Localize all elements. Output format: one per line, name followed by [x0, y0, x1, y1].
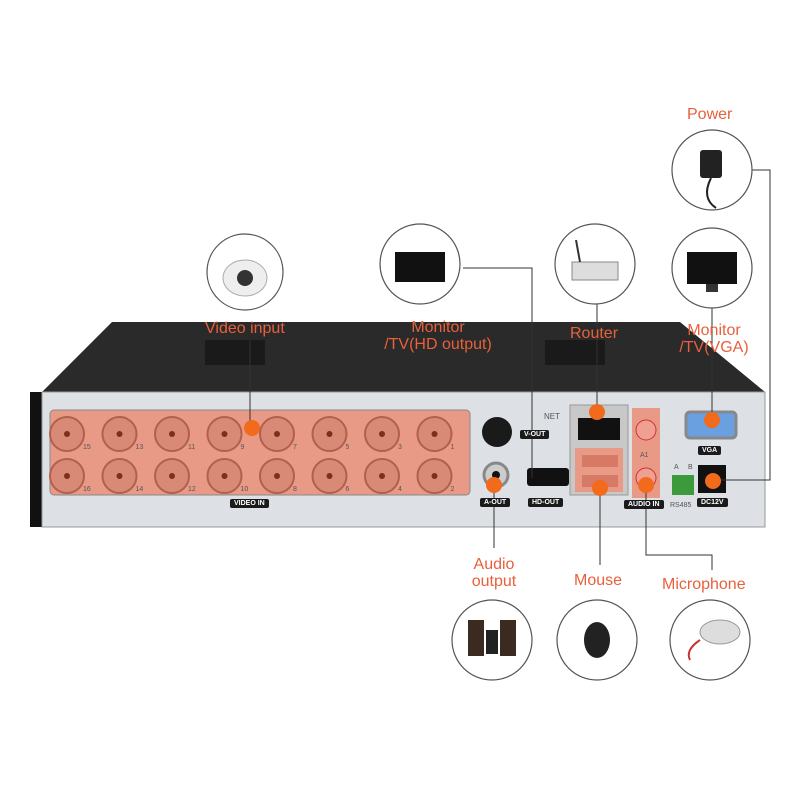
v-out-knob: [482, 417, 512, 447]
dvr-side: [30, 392, 42, 527]
label-line: /TV(VGA): [679, 339, 749, 356]
bnc-pin: [64, 431, 70, 437]
channel-number: 11: [188, 444, 196, 451]
bnc-pin: [326, 431, 333, 437]
tag-audio-in: AUDIO IN: [624, 500, 664, 509]
channel-number: 12: [188, 486, 196, 493]
channel-number: 3: [398, 444, 402, 451]
net-port: [578, 418, 620, 440]
rs485-terminal: [672, 475, 694, 495]
bnc-pin: [221, 473, 228, 479]
tag-rs485-b: B: [688, 464, 693, 471]
tag-net: NET: [544, 412, 560, 421]
vent-left: [205, 340, 265, 365]
tag-hd-out: HD-OUT: [528, 498, 564, 507]
label-line: Monitor: [687, 322, 741, 339]
label-audio-output: Audio output: [462, 556, 526, 590]
bnc-pin: [274, 473, 280, 479]
label-microphone: Microphone: [662, 576, 746, 593]
bnc-pin: [169, 431, 175, 437]
label-line: /TV(HD output): [384, 336, 492, 353]
channel-number: 7: [293, 444, 297, 451]
bnc-pin: [326, 473, 333, 479]
bnc-pin: [379, 431, 385, 437]
bnc-pin: [431, 431, 438, 437]
dvr-top: [42, 322, 765, 392]
tag-dc12v: DC12V: [697, 498, 728, 507]
channel-number: 16: [83, 486, 91, 493]
bnc-pin: [116, 473, 123, 479]
tag-v-out: V-OUT: [520, 430, 550, 439]
channel-number: 15: [83, 444, 91, 451]
label-line: Audio: [473, 556, 515, 573]
channel-number: 9: [240, 444, 245, 451]
bnc-pin: [379, 473, 385, 479]
hd-out-port: [527, 468, 569, 486]
label-monitor-hd: Monitor /TV(HD output): [368, 319, 508, 353]
bnc-pin: [274, 431, 280, 437]
channel-number: 10: [240, 486, 249, 493]
channel-number: 14: [135, 486, 144, 493]
channel-number: 5: [345, 444, 350, 451]
audio-port-1: [635, 419, 657, 441]
label-line: output: [471, 573, 517, 590]
tag-video-in: VIDEO IN: [230, 499, 269, 508]
channel-number: 4: [398, 486, 402, 493]
bnc-pin: [431, 473, 438, 479]
tag-a-out: A-OUT: [480, 498, 511, 507]
usb-port-1: [582, 455, 618, 467]
label-monitor-vga: Monitor /TV(VGA): [672, 322, 756, 356]
tag-rs485: RS485: [670, 502, 692, 509]
channel-number: 8: [293, 486, 297, 493]
channel-number: 13: [135, 444, 144, 451]
channel-number: 2: [450, 486, 455, 493]
vent-right: [545, 340, 605, 365]
channel-number: 1: [450, 444, 455, 451]
label-router: Router: [570, 325, 619, 342]
label-mouse: Mouse: [574, 572, 623, 589]
channel-number: 6: [345, 486, 350, 493]
tag-a1: A1: [640, 452, 649, 459]
bnc-pin: [116, 431, 123, 437]
label-video-input: Video input: [205, 320, 285, 337]
tag-rs485-a: A: [674, 464, 679, 471]
label-line: Monitor: [411, 319, 465, 336]
bnc-pin: [64, 473, 70, 479]
label-power: Power: [687, 106, 733, 123]
bnc-pin: [221, 431, 228, 437]
tag-vga: VGA: [698, 446, 722, 455]
bnc-pin: [169, 473, 175, 479]
